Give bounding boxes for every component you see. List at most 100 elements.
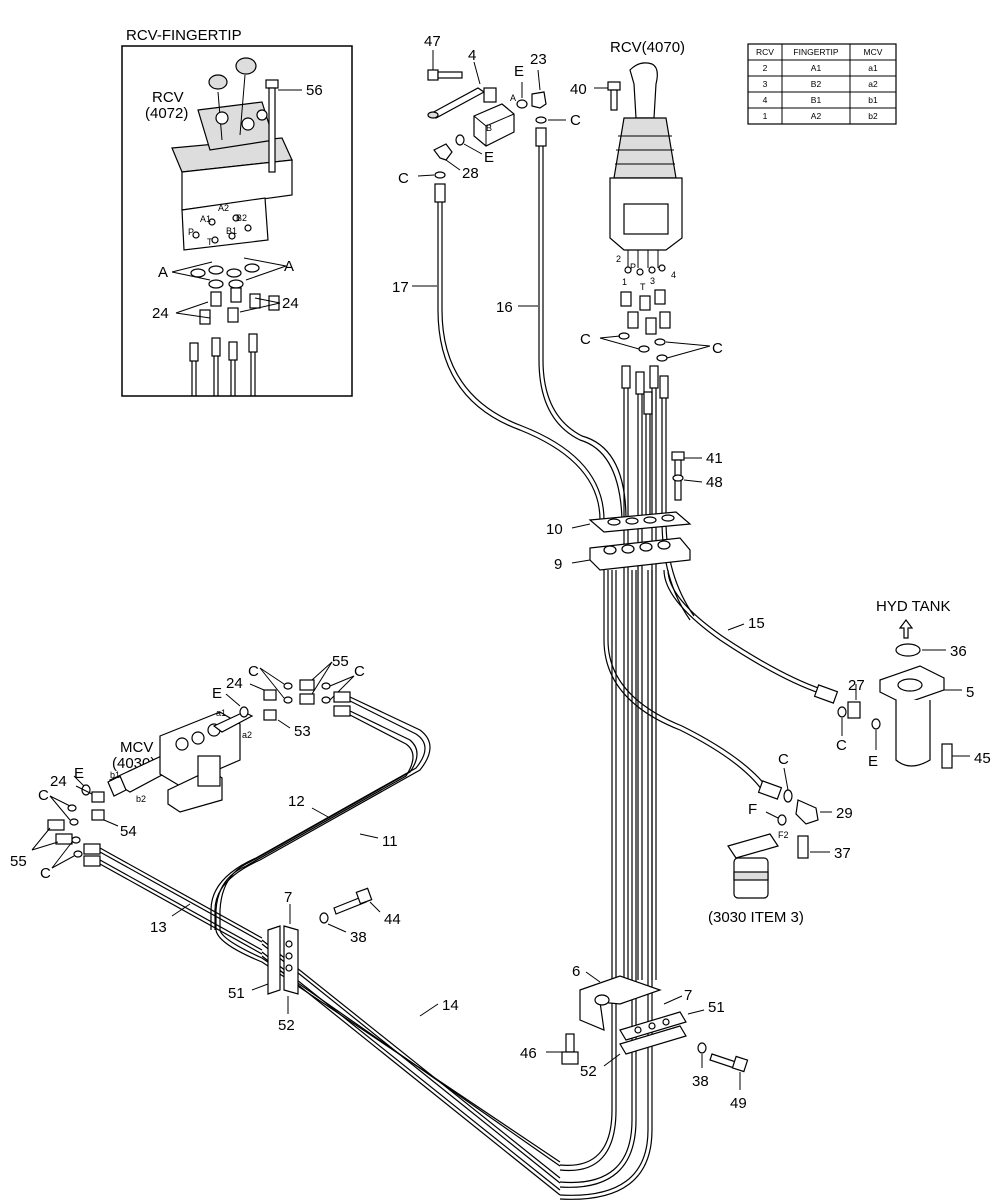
- label-c-filter: C: [778, 751, 789, 768]
- hose-17: 17: [392, 183, 605, 521]
- table-cell: B2: [811, 79, 822, 89]
- filter-assembly: C 29 F F2 37 (3030 ITEM 3): [708, 751, 853, 926]
- label-16: 16: [496, 299, 513, 316]
- inset-hose-ends: [189, 333, 258, 396]
- label-48: 48: [706, 474, 723, 491]
- label-inset-a-right: A: [284, 258, 294, 275]
- label-47: 47: [424, 33, 441, 50]
- label-c-27: C: [836, 737, 847, 754]
- clamp-right: 7 51 52: [580, 987, 725, 1080]
- bolt-46: 46: [520, 1033, 579, 1065]
- label-38-left: 38: [350, 929, 367, 946]
- valve-4: B A 4: [427, 47, 516, 147]
- label-9: 9: [554, 556, 562, 573]
- table-header-rcv: RCV: [756, 47, 774, 57]
- table-cell: a2: [868, 79, 878, 89]
- hose-16: 16: [496, 127, 627, 521]
- joystick-port-t: T: [640, 282, 646, 292]
- valve-port-a: A: [510, 93, 516, 103]
- joystick-port-1: 1: [622, 277, 627, 287]
- table-cell: a1: [868, 63, 878, 73]
- clamp-left: 7 51 52: [228, 889, 299, 1034]
- label-f: F: [748, 801, 757, 818]
- label-11: 11: [382, 833, 398, 850]
- mcv-port-b1: b1: [110, 770, 120, 780]
- label-51-right: 51: [708, 999, 725, 1016]
- label-51-left: 51: [228, 985, 245, 1002]
- table-cell: A1: [811, 63, 822, 73]
- o-rings-a-inset: A A: [158, 257, 294, 289]
- label-24-inset-right: 24: [282, 295, 299, 312]
- label-56: 56: [306, 82, 323, 99]
- label-7-right: 7: [684, 987, 692, 1004]
- label-54: 54: [120, 823, 137, 840]
- table-cell: A2: [811, 111, 822, 121]
- bolt-49: 38 49: [692, 1042, 749, 1112]
- label-13: 13: [150, 919, 167, 936]
- label-e-top: E: [514, 63, 524, 80]
- hose-13: 13: [83, 843, 263, 955]
- elbow-28: 28 C: [398, 143, 479, 187]
- label-e-valve: E: [484, 149, 494, 166]
- port-mapping-table: RCV FINGERTIP MCV 2 A1 a1 3 B2 a2 4 B1 b…: [747, 43, 897, 125]
- bolt-56: 56: [265, 79, 323, 173]
- filter-port-f2: F2: [778, 830, 789, 840]
- valve-port-b: B: [486, 123, 492, 133]
- label-17: 17: [392, 279, 409, 296]
- label-24-mcv-b: 24: [50, 773, 67, 790]
- label-52-left: 52: [278, 1017, 295, 1034]
- inset-title: RCV-FINGERTIP: [126, 27, 242, 44]
- table-cell: 4: [763, 95, 768, 105]
- inset-port-a2: A2: [218, 203, 229, 213]
- mcv-b-side-fittings: E 24 54 C 55 C: [10, 765, 137, 882]
- label-36: 36: [950, 643, 967, 660]
- rcv-fingertip-inset: RCV-FINGERTIP A2 A1 B2 P T B1: [121, 27, 353, 397]
- label-c-joystick-right: C: [712, 340, 723, 357]
- joystick-port-4: 4: [671, 270, 676, 280]
- label-45: 45: [974, 750, 991, 767]
- adapter-27: 27 C E: [836, 677, 881, 770]
- table-header-mcv: MCV: [864, 47, 883, 57]
- label-c-mcv-b-upper: C: [38, 787, 49, 804]
- oring-e-valve-b: E: [455, 134, 494, 166]
- label-5: 5: [966, 684, 974, 701]
- table-cell: 2: [763, 63, 768, 73]
- label-38-right: 38: [692, 1073, 709, 1090]
- inset-port-b2: B2: [236, 213, 247, 223]
- label-24-inset-left: 24: [152, 305, 169, 322]
- label-49: 49: [730, 1095, 747, 1112]
- label-29: 29: [836, 805, 853, 822]
- table-header-fingertip: FINGERTIP: [793, 47, 839, 57]
- label-27: 27: [848, 677, 865, 694]
- label-c-28: C: [398, 170, 409, 187]
- hose-15: 15: [727, 615, 839, 704]
- label-52-right: 52: [580, 1063, 597, 1080]
- bracket-9: 9: [554, 537, 691, 573]
- inset-port-t: T: [207, 237, 213, 247]
- plate-10: 10: [546, 511, 692, 538]
- hose-11-12: 12 11: [210, 691, 431, 930]
- joystick-port-3: 3: [650, 276, 655, 286]
- label-e-mcv-a: E: [212, 685, 222, 702]
- label-10: 10: [546, 521, 563, 538]
- table-cell: 3: [763, 79, 768, 89]
- rcv-main-label: RCV(4070): [610, 39, 685, 56]
- table-cell: 1: [763, 111, 768, 121]
- label-c-mcv-b-lower: C: [40, 865, 51, 882]
- label-37: 37: [834, 845, 851, 862]
- bracket-6: 6: [572, 963, 662, 1031]
- mcv-4030: MCV (4030) a1 a2 b1 b2: [107, 708, 254, 813]
- inset-rcv-label: RCV: [152, 89, 184, 106]
- main-hose-bundle: [559, 569, 825, 1200]
- joystick-port-2: 2: [616, 254, 621, 264]
- label-12: 12: [288, 793, 305, 810]
- hyd-tank-label: HYD TANK: [876, 598, 950, 615]
- mcv-label: MCV: [120, 739, 153, 756]
- label-c-mcv-a-right: C: [354, 663, 365, 680]
- label-24-mcv-a: 24: [226, 675, 243, 692]
- inset-port-b1: B1: [226, 226, 237, 236]
- rcv-4070-joystick: RCV(4070) 2 4 1 T 3 P: [609, 39, 685, 292]
- label-41: 41: [706, 450, 723, 467]
- mcv-a-side-fittings: E 24 53 C 55 C: [212, 653, 365, 740]
